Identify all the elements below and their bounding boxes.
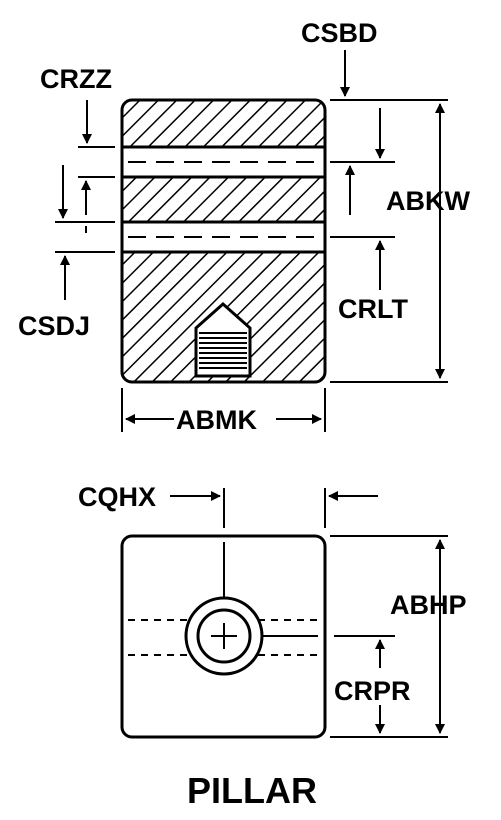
- threaded-insert: [194, 301, 252, 378]
- label-crzz: CRZZ: [40, 64, 112, 94]
- label-cqhx: CQHX: [78, 482, 156, 512]
- label-abhp: ABHP: [390, 590, 467, 620]
- section-view: CSBD CRZZ ABKW CRLT CSDJ ABMK: [18, 18, 470, 435]
- label-crpr: CRPR: [334, 676, 411, 706]
- diagram-title: PILLAR: [187, 770, 317, 811]
- label-crlt: CRLT: [338, 294, 408, 324]
- pillar-body-outline: [120, 98, 327, 384]
- label-abkw: ABKW: [386, 186, 470, 216]
- label-abmk: ABMK: [176, 405, 257, 435]
- label-csdj: CSDJ: [18, 311, 90, 341]
- plan-view: CQHX ABHP CRPR: [78, 482, 467, 739]
- label-csbd: CSBD: [301, 18, 378, 48]
